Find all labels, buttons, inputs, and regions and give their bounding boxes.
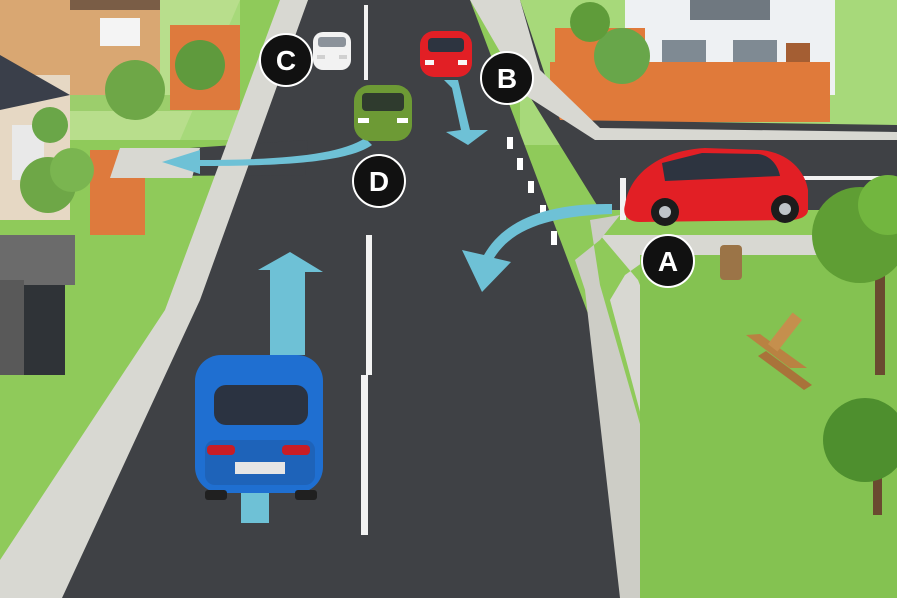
center-line-top [364, 5, 368, 80]
red-car-b [420, 31, 472, 77]
label-d: D [352, 154, 406, 208]
label-b: B [480, 51, 534, 105]
left-driveway [110, 148, 200, 178]
side-road-line [780, 176, 890, 180]
blue-car [195, 355, 323, 500]
left-sidewalk [0, 0, 308, 598]
svg-text:C: C [276, 45, 296, 76]
upper-right-sidewalk [470, 0, 897, 140]
side-road-stop-line [620, 178, 626, 220]
arrow-straight-icon [258, 252, 323, 355]
side-road-upper-right [470, 0, 897, 210]
center-line-bottom [361, 375, 368, 535]
tree-bottom-right [823, 398, 897, 515]
label-a: A [641, 234, 695, 288]
park-bench [746, 312, 812, 390]
svg-text:D: D [369, 166, 389, 197]
red-car-a [624, 148, 808, 226]
left-trees [20, 40, 225, 213]
left-gate-wall [0, 235, 75, 285]
left-gate [20, 285, 65, 375]
svg-text:A: A [658, 246, 678, 277]
park-right [640, 175, 897, 598]
tree-right [812, 175, 897, 375]
green-car-d [354, 85, 412, 141]
label-c: C [259, 33, 313, 87]
white-car-c [313, 32, 351, 70]
right-fence [550, 62, 830, 122]
arrow-left-turn-icon [162, 138, 372, 174]
arrow-down-turn-icon [462, 203, 612, 292]
svg-text:B: B [497, 63, 517, 94]
trash-bin [720, 245, 742, 280]
center-line-mid [366, 235, 372, 375]
arrow-right-turn-icon [444, 80, 488, 145]
arrow-straight-tail [241, 493, 269, 523]
dashed-line-right [507, 137, 557, 245]
